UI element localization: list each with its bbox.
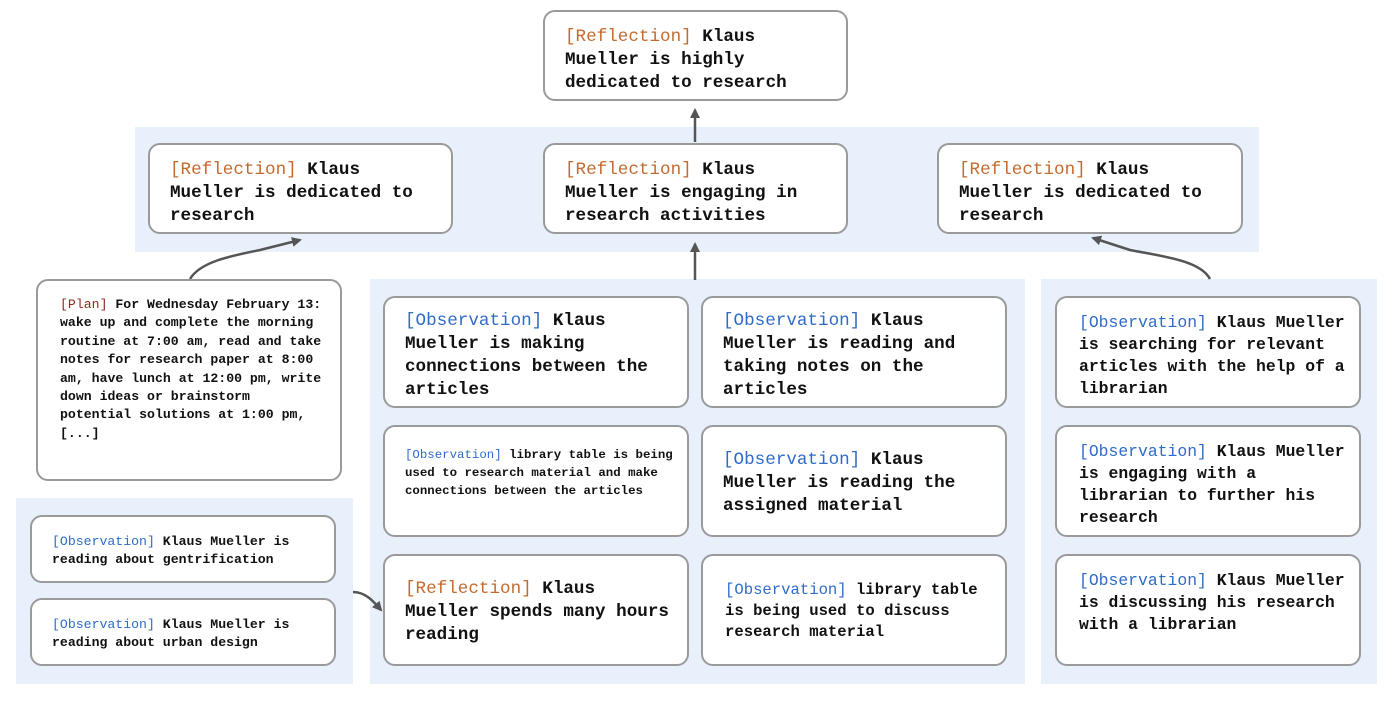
arrow-right-to-right-reflection <box>1091 235 1212 280</box>
observation-tag: [Observation] <box>1079 571 1207 590</box>
node-text: Klaus Mueller is dedicated to research <box>959 160 1202 226</box>
observation-library-table-discuss-node: [Observation] library table is being use… <box>701 554 1007 666</box>
arrow-plan-to-left <box>188 237 302 280</box>
node-text: For Wednesday February 13: wake up and c… <box>60 297 322 441</box>
node-text: Klaus Mueller is reading about urban des… <box>52 617 290 651</box>
observation-tag: [Observation] <box>52 617 155 632</box>
observation-tag: [Observation] <box>52 534 155 549</box>
reflection-spends-hours-node: [Reflection] Klaus Mueller spends many h… <box>383 554 689 666</box>
observation-assigned-material-node: [Observation] Klaus Mueller is reading t… <box>701 425 1007 537</box>
node-text: Klaus Mueller is engaging with a librari… <box>1079 442 1345 527</box>
node-text: library table is being used to research … <box>405 448 673 498</box>
reflection-tag: [Reflection] <box>405 579 532 599</box>
node-text: Klaus Mueller is dedicated to research <box>170 160 413 226</box>
node-text: Klaus Mueller is highly dedicated to res… <box>565 27 787 93</box>
node-text: Klaus Mueller is discussing his research… <box>1079 571 1345 634</box>
observation-library-table-research-node: [Observation] library table is being use… <box>383 425 689 537</box>
observation-tag: [Observation] <box>723 311 861 331</box>
node-text: library table is being used to discuss r… <box>725 581 978 641</box>
observation-tag: [Observation] <box>1079 442 1207 461</box>
reflection-mid-node: [Reflection] Klaus Mueller is engaging i… <box>543 143 848 234</box>
observation-searching-node: [Observation] Klaus Mueller is searching… <box>1055 296 1361 408</box>
observation-engaging-librarian-node: [Observation] Klaus Mueller is engaging … <box>1055 425 1361 537</box>
plan-tag: [Plan] <box>60 297 108 312</box>
plan-node: [Plan] For Wednesday February 13: wake u… <box>36 279 342 481</box>
reflection-tag: [Reflection] <box>565 27 692 47</box>
observation-tag: [Observation] <box>723 450 861 470</box>
observation-tag: [Observation] <box>405 311 543 331</box>
observation-tag: [Observation] <box>725 581 847 599</box>
node-text: Klaus Mueller is reading and taking note… <box>723 311 956 400</box>
node-text: Klaus Mueller spends many hours reading <box>405 579 669 645</box>
reflection-right-node: [Reflection] Klaus Mueller is dedicated … <box>937 143 1243 234</box>
arrow-left-to-center <box>352 590 383 612</box>
node-text: Klaus Mueller is reading about gentrific… <box>52 534 290 568</box>
observation-tag: [Observation] <box>405 448 502 462</box>
node-text: Klaus Mueller is making connections betw… <box>405 311 648 400</box>
node-text: Klaus Mueller is searching for relevant … <box>1079 313 1345 398</box>
observation-making-connections-node: [Observation] Klaus Mueller is making co… <box>383 296 689 408</box>
node-text: Klaus Mueller is engaging in research ac… <box>565 160 798 226</box>
observation-discussing-node: [Observation] Klaus Mueller is discussin… <box>1055 554 1361 666</box>
reflection-tag: [Reflection] <box>959 160 1086 180</box>
reflection-left-node: [Reflection] Klaus Mueller is dedicated … <box>148 143 453 234</box>
observation-tag: [Observation] <box>1079 313 1207 332</box>
reflection-tag: [Reflection] <box>565 160 692 180</box>
observation-urban-design-node: [Observation] Klaus Mueller is reading a… <box>30 598 336 666</box>
node-text: Klaus Mueller is reading the assigned ma… <box>723 450 956 516</box>
observation-reading-notes-node: [Observation] Klaus Mueller is reading a… <box>701 296 1007 408</box>
top-reflection-node: [Reflection] Klaus Mueller is highly ded… <box>543 10 848 101</box>
reflection-tag: [Reflection] <box>170 160 297 180</box>
observation-gentrification-node: [Observation] Klaus Mueller is reading a… <box>30 515 336 583</box>
